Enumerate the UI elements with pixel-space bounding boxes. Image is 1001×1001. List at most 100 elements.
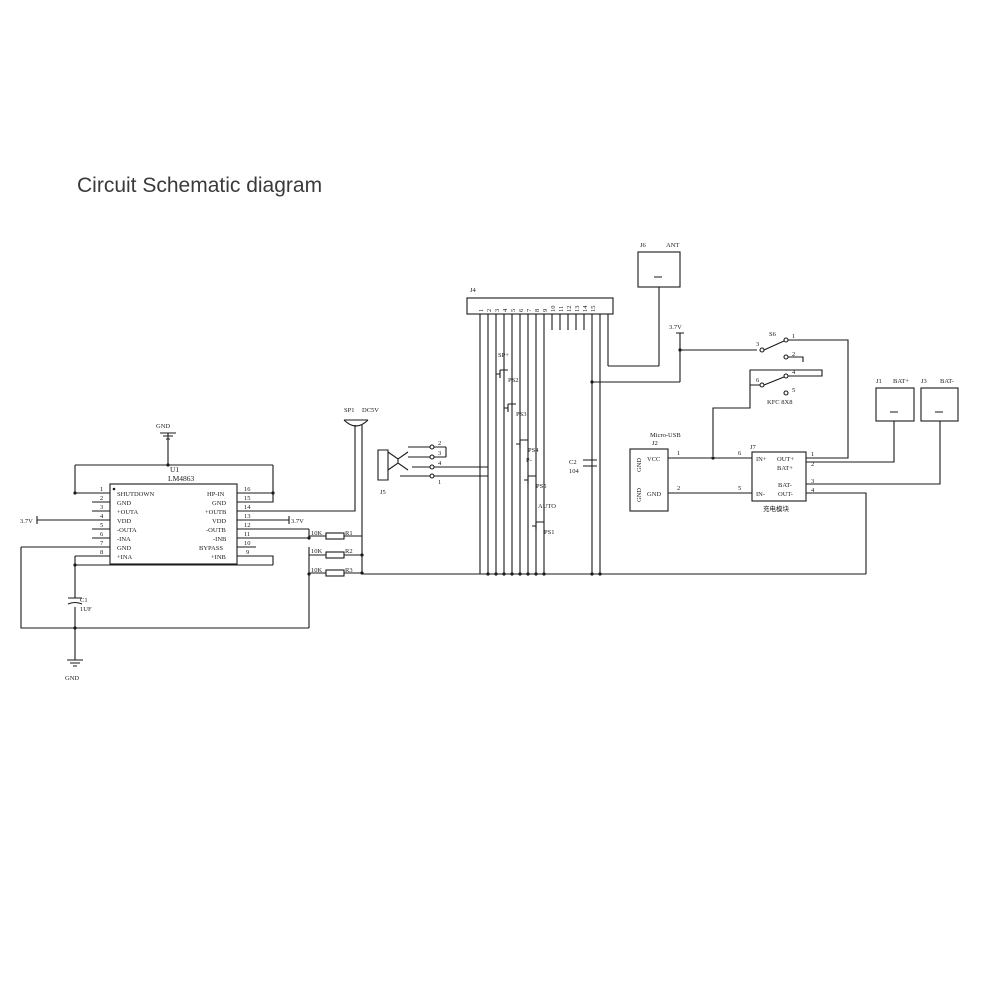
u1-body bbox=[109, 483, 238, 565]
u1-pin-name: -INA bbox=[117, 536, 131, 543]
u1-pin-num: 12 bbox=[244, 522, 251, 529]
u1-pin-name: +OUTB bbox=[205, 509, 227, 516]
j4-pin-num: 11 bbox=[558, 306, 565, 312]
j6-body bbox=[637, 251, 681, 288]
u1-pin-name: BYPASS bbox=[199, 545, 223, 552]
r1-body bbox=[325, 532, 345, 540]
u1-pin-name: VDD bbox=[212, 518, 226, 525]
u1-pin-name: -INB bbox=[213, 536, 227, 543]
j3-value: BAT- bbox=[940, 378, 954, 385]
junction-dot bbox=[542, 572, 546, 576]
j7-pin-num: 5 bbox=[738, 485, 741, 492]
j7-pin-name: OUT+ bbox=[777, 456, 794, 463]
u1-pin-num: 5 bbox=[100, 522, 103, 529]
u1-pin-num: 14 bbox=[244, 504, 251, 511]
u1-pin-name: GND bbox=[212, 500, 226, 507]
s6-ref: S6 bbox=[769, 331, 777, 338]
u1-pin-name: +INB bbox=[211, 554, 227, 561]
j2-label: Micro-USB bbox=[650, 432, 681, 439]
c2-capacitor: C2 104 bbox=[569, 459, 597, 475]
c2-ref: C2 bbox=[569, 459, 577, 466]
u1-pin-num: 9 bbox=[246, 549, 249, 556]
s6-pin: 3 bbox=[756, 341, 759, 348]
u1-part: LM4863 bbox=[168, 474, 195, 483]
vdd-3v7-left: 3.7V bbox=[20, 516, 92, 525]
vdd-3v7-u1-right: 3.7V bbox=[256, 516, 304, 525]
j7-pin-name: OUT- bbox=[778, 491, 793, 498]
s6-slide-switch: S6 1 2 3 4 5 6 KFC 8X8 bbox=[712, 331, 849, 459]
j4-body bbox=[466, 297, 614, 315]
u1-pin-num: 2 bbox=[100, 495, 103, 502]
j2-side-label: GND bbox=[636, 488, 643, 502]
switch-ref: PS5 bbox=[536, 483, 546, 490]
j6-value: ANT bbox=[666, 242, 679, 249]
j7-pin-num: 6 bbox=[738, 450, 742, 457]
switch-ref: PS1 bbox=[544, 529, 554, 536]
j4-pin-numbers: 1 2 3 4 5 6 7 8 9 10 11 12 13 14 15 bbox=[478, 305, 597, 312]
j7-body bbox=[751, 451, 807, 502]
c1-ref: C1 bbox=[80, 597, 88, 604]
v37-label: 3.7V bbox=[20, 518, 33, 525]
j4-pin-num: 10 bbox=[550, 306, 557, 313]
j4-pin-num: 3 bbox=[494, 309, 501, 312]
j2-side-label: GND bbox=[636, 458, 643, 472]
j4-ref: J4 bbox=[470, 287, 477, 294]
junction-dot bbox=[73, 563, 77, 567]
j2-pin-name: VCC bbox=[647, 456, 660, 463]
j7-pin-num: 1 bbox=[811, 451, 814, 458]
u1-pin-num: 10 bbox=[244, 540, 251, 547]
j4-pin-num: 4 bbox=[502, 308, 509, 312]
u1-pin-num: 15 bbox=[244, 495, 251, 502]
junction-dot bbox=[73, 491, 77, 495]
gnd-label: GND bbox=[65, 675, 79, 682]
pushbutton-ps4: P- PS4 bbox=[516, 439, 539, 464]
u1-pin-num: 11 bbox=[244, 531, 250, 538]
s6-pin: 2 bbox=[792, 351, 795, 358]
u1-pin-name: VDD bbox=[117, 518, 131, 525]
junction-dot bbox=[590, 380, 594, 384]
j4-pin-num: 5 bbox=[510, 309, 517, 312]
junction-dot bbox=[307, 572, 311, 576]
j5-audio-jack: 2 3 4 1 J5 bbox=[377, 440, 489, 574]
u1-pin-num: 3 bbox=[100, 504, 103, 511]
j1-value: BAT+ bbox=[893, 378, 909, 385]
pushbutton-ps1: AUTO PS1 bbox=[532, 503, 556, 536]
junction-dot bbox=[590, 572, 594, 576]
u1-ref: U1 bbox=[170, 465, 179, 474]
junction-dot bbox=[518, 572, 522, 576]
gnd-label: GND bbox=[156, 423, 170, 430]
j2-body bbox=[629, 448, 669, 512]
j4-pin-num: 14 bbox=[582, 305, 589, 312]
u1-pin-name: -OUTB bbox=[206, 527, 227, 534]
gnd-symbol-top: GND bbox=[156, 423, 176, 465]
j5-pin-num: 4 bbox=[438, 460, 442, 467]
j4-pin-num: 6 bbox=[518, 308, 525, 312]
r3-body bbox=[325, 569, 345, 577]
u1-pin-num: 16 bbox=[244, 486, 251, 493]
sp1-ref: SP1 bbox=[344, 407, 354, 414]
r2-value: 10K bbox=[311, 548, 323, 555]
j4-pin-num: 9 bbox=[542, 309, 549, 312]
u1-pin-num: 8 bbox=[100, 549, 103, 556]
u1-pin-num: 4 bbox=[100, 513, 104, 520]
r1-ref: R1 bbox=[345, 530, 353, 537]
pushbutton-ps5: PS5 bbox=[524, 475, 546, 490]
j7-ref: J7 bbox=[750, 444, 757, 451]
j4-header: J4 bbox=[466, 287, 614, 574]
j7-pin-num: 2 bbox=[811, 461, 814, 468]
junction-dot bbox=[486, 572, 490, 576]
junction-dot bbox=[73, 626, 77, 630]
vcc-net-c2 bbox=[592, 350, 681, 383]
s6-pin: 1 bbox=[792, 333, 795, 340]
j6-antenna-connector: J6 ANT bbox=[608, 242, 681, 367]
j4-pin-num: 8 bbox=[534, 309, 541, 312]
u1-pin-name: SHUTDOWN bbox=[117, 491, 154, 498]
junction-dot bbox=[307, 536, 311, 540]
pushbutton-ps3: PS3 bbox=[504, 403, 526, 418]
j1-bat-plus: J1 BAT+ bbox=[806, 378, 915, 463]
j3-bat-minus: J3 BAT- bbox=[806, 378, 959, 485]
j4-pin-num: 7 bbox=[526, 308, 533, 312]
junction-dot bbox=[494, 572, 498, 576]
j2-micro-usb: Micro-USB J2 GND GND VCC GND 1 2 bbox=[629, 432, 752, 512]
